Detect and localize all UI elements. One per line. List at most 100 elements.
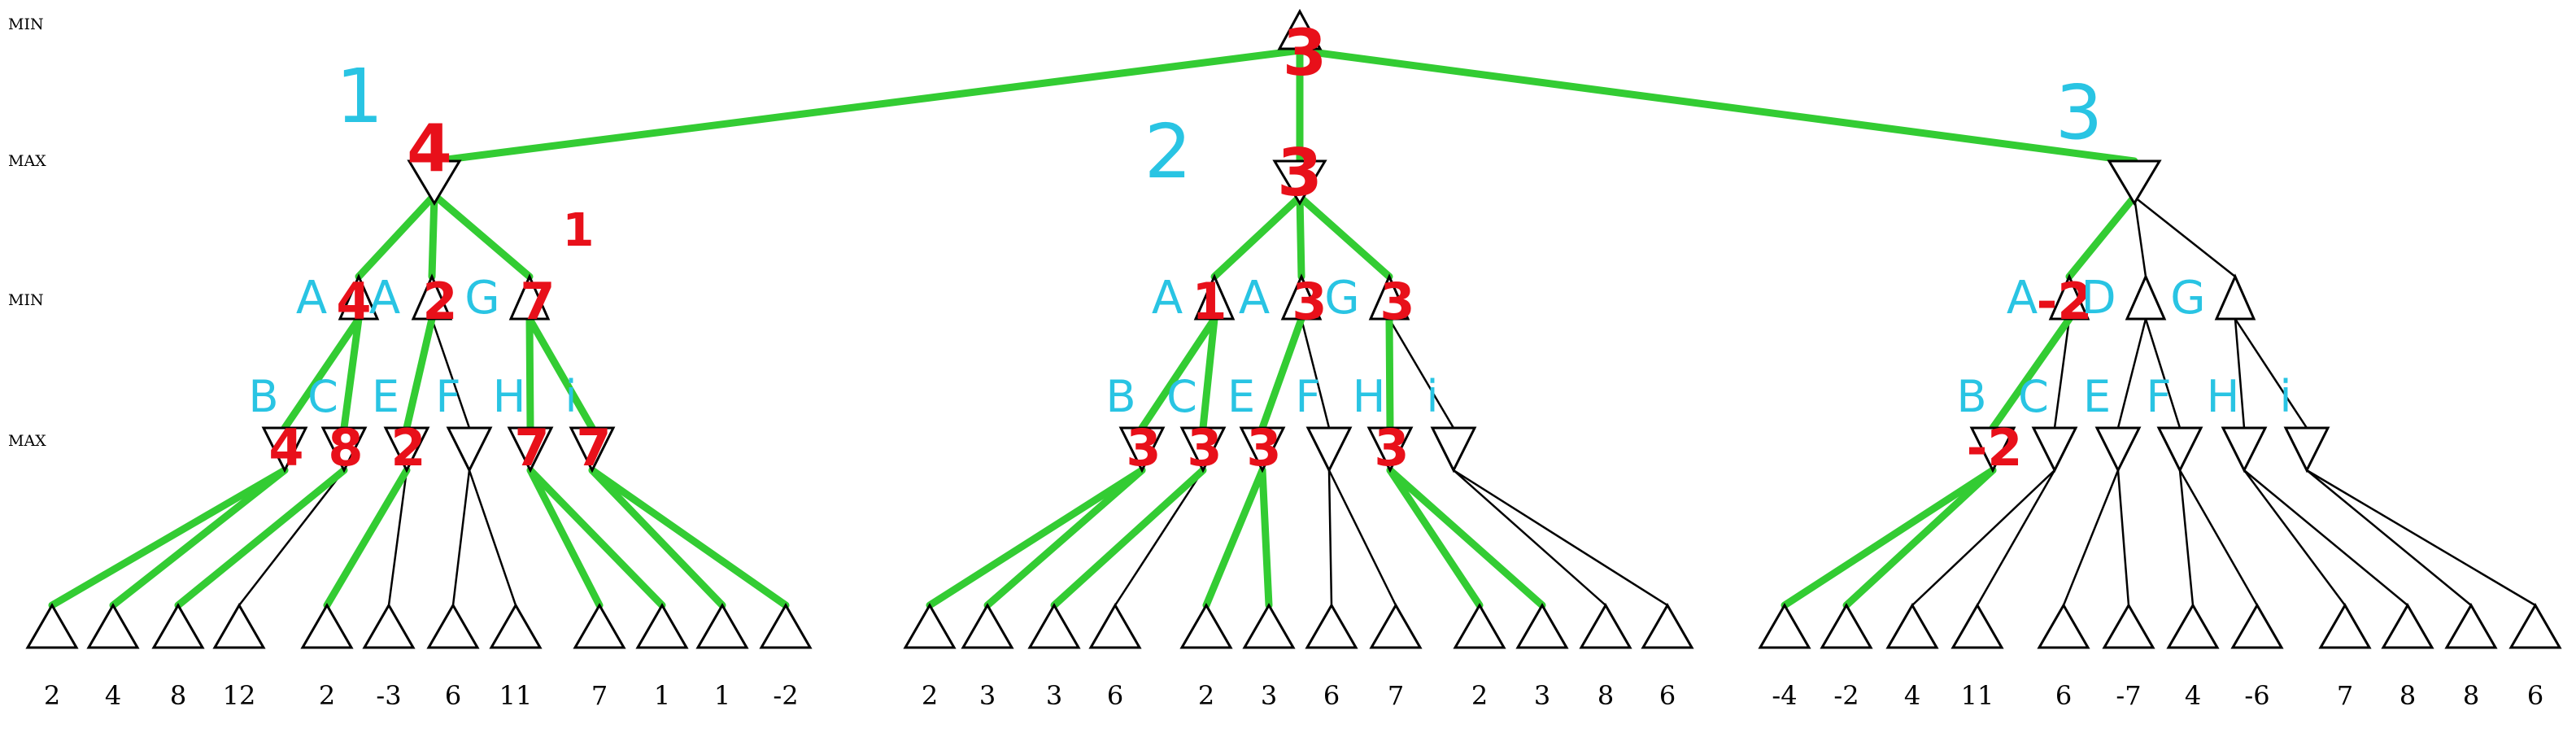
leaf-value-1-4: 2 bbox=[1198, 680, 1214, 711]
edge-min-max-2-5 bbox=[2234, 318, 2308, 429]
leaf-node-1-6 bbox=[1305, 602, 1358, 649]
max-letter-0-3: F bbox=[435, 371, 460, 422]
leaf-value-1-0: 2 bbox=[922, 680, 938, 711]
highlight-leaf-0-0 bbox=[48, 466, 289, 609]
leaf-value-0-11: -2 bbox=[773, 680, 798, 711]
max-node-2-3 bbox=[2156, 426, 2203, 473]
leaf-value-2-4: 6 bbox=[2055, 680, 2072, 711]
max-value-0-4: 7 bbox=[514, 418, 549, 478]
max-node-0-3 bbox=[446, 426, 493, 473]
max-letter-1-2: E bbox=[1227, 371, 1255, 422]
min-value-0-0: 4 bbox=[336, 272, 371, 331]
branch-label-1: 2 bbox=[1144, 108, 1192, 195]
leaf-node-0-9 bbox=[635, 602, 689, 649]
highlight-leaf-0-10 bbox=[588, 466, 726, 609]
leaf-value-2-1: -2 bbox=[1833, 680, 1859, 711]
leaf-value-1-9: 3 bbox=[1534, 680, 1550, 711]
max-letter-0-5: i bbox=[564, 371, 577, 422]
highlight-min-max-1-0 bbox=[1138, 315, 1218, 432]
min-node-1-2 bbox=[1368, 273, 1410, 321]
highlight-leaf-1-5 bbox=[1258, 466, 1273, 609]
edge-leaf-2-10 bbox=[2306, 469, 2472, 606]
highlight-min-max-1-1 bbox=[1199, 315, 1218, 432]
edge-leaf-2-3 bbox=[1976, 469, 2056, 606]
min-value-0-1: 2 bbox=[422, 272, 457, 331]
leaf-value-1-6: 6 bbox=[1323, 680, 1340, 711]
leaf-value-2-2: 4 bbox=[1904, 680, 1920, 711]
leaf-value-1-7: 7 bbox=[1388, 680, 1404, 711]
edge-leaf-1-7 bbox=[1327, 469, 1397, 606]
max-node-1 bbox=[1272, 159, 1327, 206]
edge-min-max-1-3 bbox=[1300, 318, 1331, 429]
max-node-2-5 bbox=[2283, 426, 2330, 473]
leaf-value-2-7: -6 bbox=[2244, 680, 2269, 711]
min-value-1-2: 3 bbox=[1380, 272, 1414, 331]
highlight-min-max-1-2 bbox=[1258, 315, 1305, 432]
leaf-value-1-8: 2 bbox=[1471, 680, 1488, 711]
highlight-max-min-0-0 bbox=[355, 191, 438, 281]
leaf-value-2-3: 11 bbox=[1961, 680, 1994, 711]
leaf-node-0-0 bbox=[25, 602, 79, 649]
edge-min-max-2-4 bbox=[2234, 318, 2246, 429]
edge-leaf-0-5 bbox=[387, 469, 408, 606]
min-node-1-0 bbox=[1193, 273, 1236, 321]
leaf-node-1-5 bbox=[1242, 602, 1296, 649]
leaf-node-1-3 bbox=[1088, 602, 1142, 649]
max-node-1-2 bbox=[1239, 426, 1286, 473]
leaf-node-0-11 bbox=[759, 602, 813, 649]
leaf-value-2-11: 6 bbox=[2527, 680, 2543, 711]
leaf-node-0-1 bbox=[86, 602, 140, 649]
min-node-1-1 bbox=[1280, 273, 1323, 321]
leaf-value-1-10: 8 bbox=[1597, 680, 1614, 711]
max-letter-1-4: H bbox=[1353, 371, 1386, 422]
highlight-leaf-0-1 bbox=[109, 466, 289, 609]
leaf-node-2-3 bbox=[1951, 602, 2004, 649]
leaf-value-0-10: 1 bbox=[714, 680, 730, 711]
leaf-node-0-10 bbox=[695, 602, 749, 649]
leaf-value-1-5: 3 bbox=[1261, 680, 1277, 711]
max-node-0-2 bbox=[383, 426, 430, 473]
leaf-value-0-9: 1 bbox=[654, 680, 670, 711]
max-letter-0-1: C bbox=[307, 371, 338, 422]
leaf-value-2-6: 4 bbox=[2185, 680, 2201, 711]
min-letter-2-2: G bbox=[2170, 272, 2205, 325]
max-node-1-3 bbox=[1305, 426, 1353, 473]
min-value-1-0: 1 bbox=[1192, 272, 1227, 331]
edge-leaf-2-2 bbox=[1911, 469, 2055, 606]
leaf-value-0-1: 4 bbox=[105, 680, 121, 711]
branch-label-2: 3 bbox=[2055, 69, 2103, 156]
min-value-0-2: 7 bbox=[520, 272, 555, 331]
leaf-node-0-6 bbox=[426, 602, 480, 649]
highlight-min-max-0-2 bbox=[403, 315, 436, 432]
edge-leaf-0-6 bbox=[451, 469, 471, 606]
edge-leaf-2-11 bbox=[2306, 469, 2536, 607]
leaf-value-0-3: 12 bbox=[223, 680, 256, 711]
leaf-node-2-6 bbox=[2166, 602, 2220, 649]
leaf-node-2-0 bbox=[1758, 602, 1811, 649]
edge-leaf-0-7 bbox=[468, 469, 517, 606]
highlight-leaf-1-1 bbox=[983, 466, 1146, 609]
edge-min-max-0-3 bbox=[430, 318, 471, 429]
max-letter-2-0: B bbox=[1956, 371, 1986, 422]
leaf-value-0-6: 6 bbox=[445, 680, 461, 711]
highlight-leaf-0-4 bbox=[323, 466, 411, 609]
edge-max-min-2-2 bbox=[2134, 196, 2236, 277]
highlight-root-max-0 bbox=[430, 46, 1304, 165]
level-label-1: MAX bbox=[8, 152, 46, 170]
highlight-min-max-1-4 bbox=[1385, 315, 1394, 432]
leaf-node-1-8 bbox=[1453, 602, 1506, 649]
highlight-min-max-0-1 bbox=[340, 315, 363, 432]
highlight-leaf-1-4 bbox=[1202, 466, 1266, 609]
edge-leaf-2-8 bbox=[2243, 469, 2347, 606]
leaf-value-0-2: 8 bbox=[170, 680, 186, 711]
max-node-0-5 bbox=[569, 426, 616, 473]
max-node-2-2 bbox=[2094, 426, 2142, 473]
min-node-2-0 bbox=[2048, 273, 2090, 321]
highlight-leaf-0-8 bbox=[526, 466, 604, 609]
max-value-1: 3 bbox=[1277, 135, 1323, 211]
max-value-0-5: 7 bbox=[576, 418, 611, 478]
leaf-value-1-2: 3 bbox=[1046, 680, 1062, 711]
max-letter-0-2: E bbox=[372, 371, 399, 422]
edge-leaf-0-3 bbox=[238, 469, 345, 606]
